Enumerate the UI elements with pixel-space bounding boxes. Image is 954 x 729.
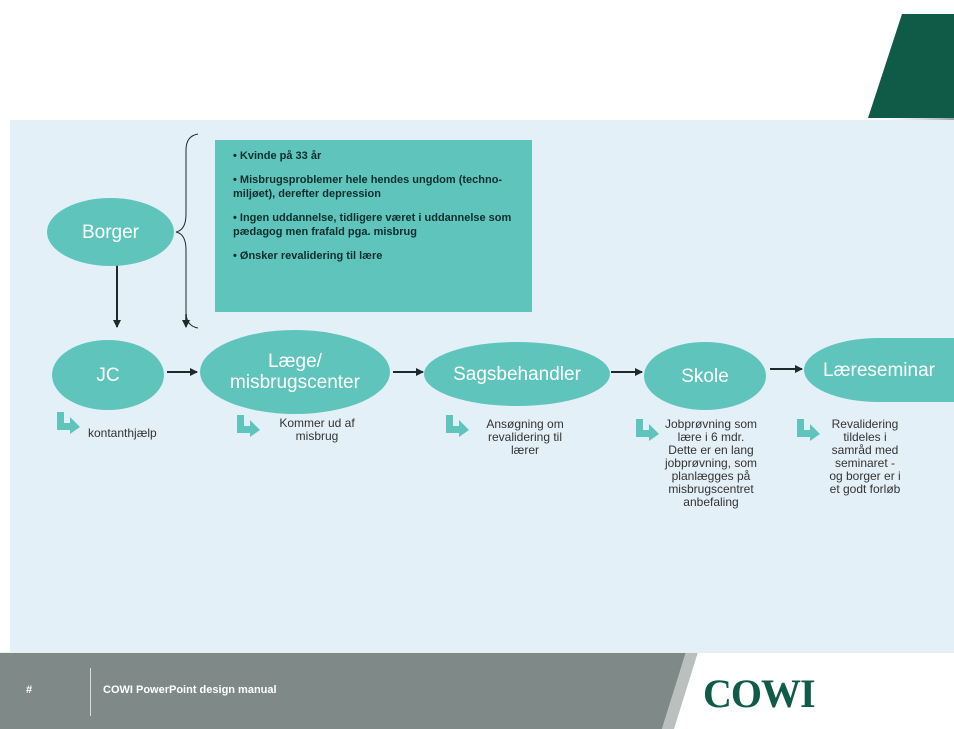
outcome-text-sagsbehandler: Ansøgning om revalidering til lærer xyxy=(486,417,564,457)
turn-right-arrow-icon xyxy=(57,412,80,434)
info-box: • Kvinde på 33 år • Misbrugsproblemer he… xyxy=(215,140,532,312)
outcome-text-laege: Kommer ud af misbrug xyxy=(279,416,355,443)
footer-page-number: # xyxy=(26,684,33,696)
node-skole: Skole xyxy=(644,342,766,410)
footer-title: COWI PowerPoint design manual xyxy=(103,684,277,696)
footer-bar xyxy=(0,652,954,729)
outcome-text-skole: Jobprøvning som lære i 6 mdr. Dette er e… xyxy=(664,417,758,509)
turn-right-arrow-icon xyxy=(237,415,260,437)
info-item: • Ingen uddannelse, tidligere været i ud… xyxy=(233,212,512,238)
info-item: • Kvinde på 33 år xyxy=(233,150,322,162)
footer-divider xyxy=(90,668,91,716)
node-sagsbehandler: Sagsbehandler xyxy=(424,342,610,406)
turn-right-arrow-icon xyxy=(636,419,659,441)
outcome-text-jc: kontanthjælp xyxy=(88,426,157,440)
cowi-logo: COWI xyxy=(703,671,816,716)
outcome-text-laereseminar: Revalidering tildeles i samråd med semin… xyxy=(829,417,901,496)
turn-right-arrow-icon xyxy=(446,415,469,437)
node-laege-misbrugscenter: Læge/ misbrugscenter xyxy=(200,330,390,414)
turn-right-arrow-icon xyxy=(797,419,820,441)
info-brace xyxy=(175,133,199,329)
node-jc: JC xyxy=(52,340,164,410)
node-laereseminar: Læreseminar xyxy=(804,338,954,402)
info-item: • Misbrugsproblemer hele hendes ungdom (… xyxy=(233,174,503,200)
info-item: • Ønsker revalidering til lære xyxy=(233,250,383,262)
node-borger: Borger xyxy=(47,198,174,266)
